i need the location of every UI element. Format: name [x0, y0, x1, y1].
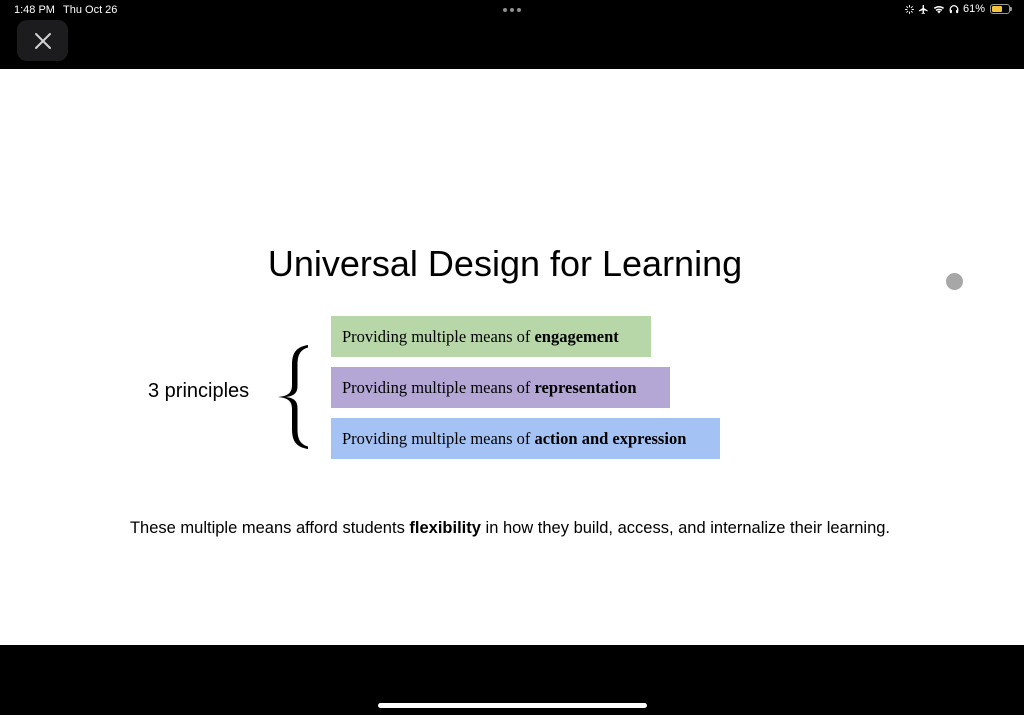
footnote-after: in how they build, access, and internali…	[480, 519, 891, 537]
footnote-before: These multiple means afford students	[129, 519, 410, 537]
home-indicator[interactable]	[378, 703, 647, 708]
wifi-icon	[933, 5, 945, 14]
status-date: Thu Oct 26	[63, 4, 118, 16]
airplane-mode-icon	[918, 4, 928, 14]
headphones-icon	[949, 5, 959, 14]
slide-footnote: These multiple means afford students fle…	[0, 519, 1020, 538]
dot-icon	[503, 8, 507, 12]
principle-emphasis: representation	[534, 378, 637, 397]
footnote-emphasis: flexibility	[409, 519, 481, 537]
battery-fill	[992, 6, 1002, 12]
curly-brace-icon	[278, 345, 308, 449]
principle-emphasis: engagement	[534, 327, 619, 346]
close-button[interactable]	[17, 20, 68, 61]
principles-label: 3 principles	[148, 380, 250, 402]
presentation-slide: Universal Design for Learning 3 principl…	[0, 69, 1024, 645]
dot-icon	[510, 8, 514, 12]
status-indicators: 61%	[904, 3, 1012, 15]
multitasking-menu-button[interactable]	[503, 8, 521, 12]
battery-icon	[990, 4, 1012, 14]
principle-action-expression: Providing multiple means of action and e…	[331, 418, 720, 459]
principle-engagement: Providing multiple means of engagement	[331, 316, 651, 357]
battery-percent: 61%	[962, 3, 985, 15]
close-icon	[34, 32, 51, 49]
dot-icon	[517, 8, 521, 12]
principle-representation: Providing multiple means of representati…	[331, 367, 670, 408]
status-time: 1:48 PM	[14, 4, 55, 16]
principle-prefix: Providing multiple means of	[342, 429, 535, 448]
focus-icon	[904, 4, 914, 14]
status-bar: 1:48 PM Thu Oct 26	[0, 0, 1024, 20]
principle-prefix: Providing multiple means of	[342, 327, 535, 346]
pointer-dot	[946, 273, 963, 290]
principle-prefix: Providing multiple means of	[342, 378, 535, 397]
principle-emphasis: action and expression	[534, 429, 687, 448]
battery-nub	[1010, 7, 1012, 11]
slide-title: Universal Design for Learning	[267, 243, 743, 284]
